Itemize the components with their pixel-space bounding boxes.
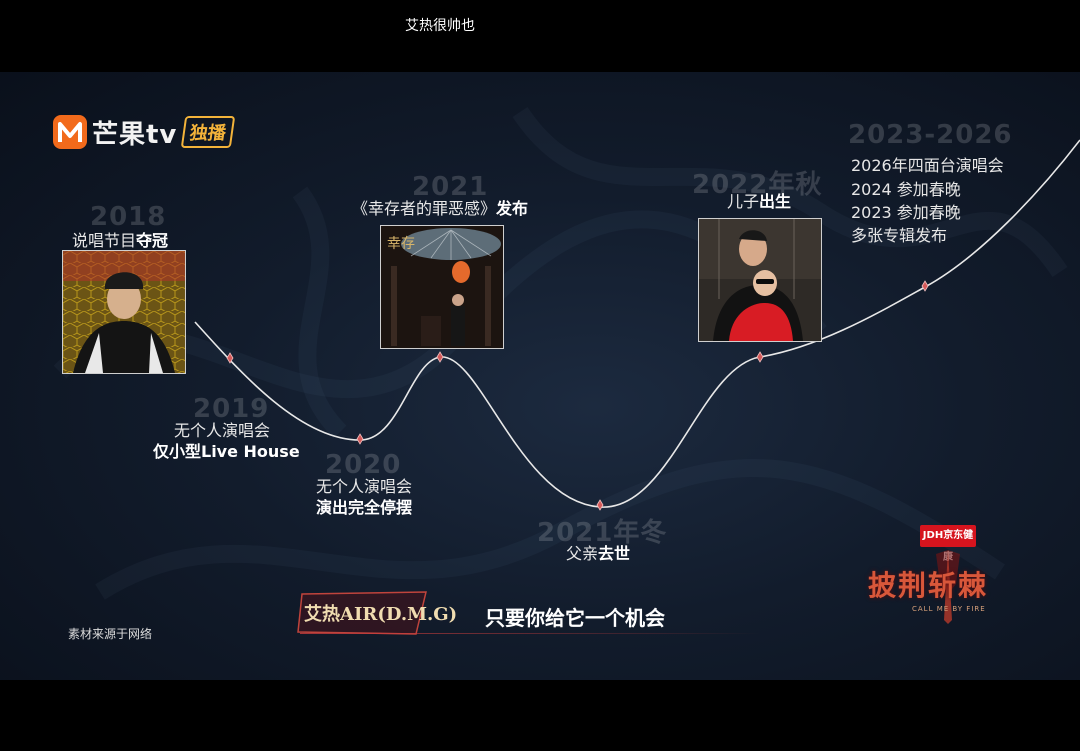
photo-2018: [62, 250, 186, 374]
source-note: 素材来源于网络: [68, 627, 153, 641]
timeline-marker: [356, 433, 364, 445]
timeline-marker: [756, 351, 764, 363]
svg-text:幸存: 幸存: [387, 236, 415, 252]
year-2021: 2021: [412, 172, 489, 202]
year-2021-winter: 2021年冬: [537, 518, 668, 548]
year-2020: 2020: [325, 450, 402, 480]
mango-tv-logo: 芒果tv 独播: [52, 112, 236, 152]
year-2019: 2019: [193, 394, 270, 424]
milestone-line-4: 多张专辑发布: [851, 226, 948, 245]
show-subtitle: CALL ME BY FIRE: [912, 605, 986, 613]
timeline-curve: [194, 139, 1080, 511]
window-bottom-bar: [0, 680, 1080, 751]
label-2019-line2: 仅小型Live House: [153, 442, 300, 461]
photo-2021-album: 幸存: [380, 225, 504, 349]
mango-tv-icon: [53, 115, 87, 149]
timeline-marker: [596, 499, 604, 511]
milestone-line-1: 2026年四面台演唱会: [851, 156, 1004, 175]
label-2021-album: 《幸存者的罪恶感》发布: [352, 199, 529, 218]
window-top-bar: 艾热很帅也: [0, 0, 1080, 72]
year-2018: 2018: [90, 202, 167, 232]
label-2022-autumn: 儿子出生: [727, 192, 792, 211]
brand-name: 芒果tv: [92, 119, 178, 150]
timeline-marker: [226, 352, 234, 364]
label-2020-line2: 演出完全停摆: [316, 498, 413, 517]
milestone-line-3: 2023 参加春晚: [851, 203, 961, 222]
subtitle: 只要你给它一个机会: [485, 606, 665, 630]
show-emblem-icon: [936, 550, 960, 624]
show-title: 披荆斩棘: [868, 569, 989, 602]
label-2018: 说唱节目夺冠: [72, 231, 169, 250]
timeline-marker: [436, 351, 444, 363]
year-2022-autumn: 2022年秋: [692, 170, 823, 200]
label-2021-winter: 父亲去世: [566, 544, 631, 563]
singer-tag-frame: [297, 591, 427, 635]
label-2019-line1: 无个人演唱会: [174, 421, 271, 440]
timeline-marker: [921, 280, 929, 292]
video-frame[interactable]: 芒果tv 独播 2018 说唱节目夺冠 201: [0, 72, 1080, 680]
singer-tag: 艾热AIR(D.M.G): [304, 604, 458, 625]
milestone-line-2: 2024 参加春晚: [851, 180, 961, 199]
photo-2022-autumn: [698, 218, 822, 342]
label-2020-line1: 无个人演唱会: [316, 477, 413, 496]
window-title: 艾热很帅也: [405, 18, 475, 34]
year-2023-2026: 2023-2026: [848, 120, 1013, 150]
subtitle-divider: [300, 633, 760, 634]
